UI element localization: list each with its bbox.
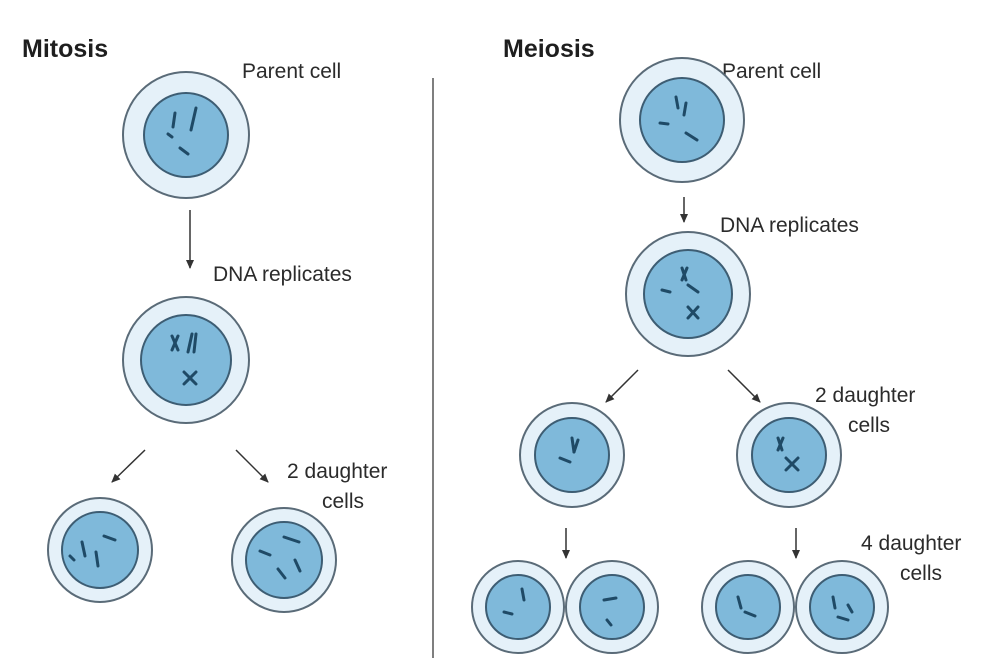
meiosis-daughters-label-2: cells [848,414,890,437]
meiosis-final-label-1: 4 daughter [861,532,961,555]
chromosomes [736,595,757,618]
mitosis-parent-cell [122,71,250,199]
meiosis-daughters-label-1: 2 daughter [815,384,915,407]
chromosomes [776,436,800,472]
chromosomes [602,596,618,627]
chromosomes [660,266,700,320]
chromosomes [170,332,198,386]
chromosomes [658,95,699,142]
meiosis-daughter-cell-1 [519,402,625,508]
mitosis-replicate-label: DNA replicates [213,263,352,286]
chromosomes [258,535,302,580]
meiosis-final-cell-1 [471,560,565,654]
meiosis-parent-label: Parent cell [722,60,821,83]
chromosomes [558,436,580,464]
mitosis-daughter-cell-1 [47,497,153,603]
mitosis-daughters-label-1: 2 daughter [287,460,387,483]
mitosis-parent-label: Parent cell [242,60,341,83]
meiosis-heading: Meiosis [503,35,595,63]
chromosomes [831,595,854,622]
mitosis-daughter-cell-2 [231,507,337,613]
meiosis-final-label-2: cells [900,562,942,585]
mitosis-arrow-left [111,449,146,483]
meiosis-arrow-left [605,369,639,403]
meiosis-final-cell-3 [701,560,795,654]
meiosis-final-cell-4 [795,560,889,654]
meiosis-replicate-label: DNA replicates [720,214,859,237]
meiosis-arrow-right [727,369,761,403]
meiosis-replicated-cell [625,231,751,357]
chromosomes [166,106,198,156]
mitosis-replicated-cell [122,296,250,424]
meiosis-daughter-cell-2 [736,402,842,508]
chromosomes [502,587,526,616]
chromosomes [68,534,117,568]
meiosis-parent-cell [619,57,745,183]
mitosis-heading: Mitosis [22,35,108,63]
mitosis-daughters-label-2: cells [322,490,364,513]
mitosis-arrow-right [235,449,269,483]
meiosis-final-cell-2 [565,560,659,654]
